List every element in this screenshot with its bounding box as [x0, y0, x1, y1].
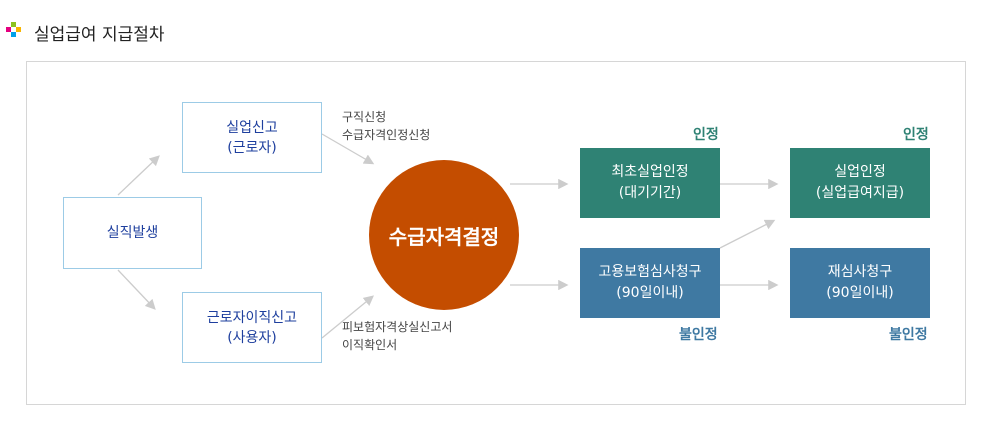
- arrow: [117, 155, 160, 196]
- label-rejected: 불인정: [679, 327, 718, 343]
- node-sublabel: (90일이내): [826, 285, 894, 301]
- node-sublabel: (90일이내): [616, 285, 684, 301]
- node-first-recognition: 최초실업인정 (대기기간): [580, 148, 720, 218]
- page-title: 실업급여 지급절차: [34, 25, 165, 45]
- note-line: 수급자격인정신청: [342, 128, 431, 142]
- node-label: 최초실업인정: [611, 164, 689, 180]
- node-sublabel: (실업급여지급): [815, 185, 905, 201]
- node-label: 고용보험심사청구: [598, 264, 702, 280]
- label-approved: 인정: [903, 127, 929, 143]
- logo-icon: [6, 22, 21, 37]
- arrow: [719, 219, 776, 249]
- node-label: 실업인정: [834, 164, 886, 180]
- node-label: 실업신고: [226, 119, 278, 136]
- arrow: [321, 295, 375, 339]
- arrow: [321, 133, 375, 165]
- note-line: 피보험자격상실신고서: [342, 320, 453, 334]
- label-approved: 인정: [693, 127, 719, 143]
- node-unemployment-report: 실업신고 (근로자): [182, 102, 322, 173]
- node-sublabel: (대기기간): [618, 185, 682, 201]
- label-rejected: 불인정: [889, 327, 928, 343]
- note-line: 이직확인서: [342, 338, 398, 352]
- note-line: 구직신청: [342, 110, 387, 124]
- node-label: 실직발생: [106, 225, 159, 241]
- node-label: 수급자격결정: [388, 224, 500, 249]
- node-eligibility-decision: 수급자격결정: [369, 160, 519, 310]
- node-reappeal: 재심사청구 (90일이내): [790, 248, 930, 318]
- diagram-frame: [26, 61, 966, 405]
- node-label: 근로자이직신고: [206, 309, 298, 326]
- node-job-loss: 실직발생: [63, 197, 202, 269]
- node-sublabel: (근로자): [227, 139, 277, 156]
- node-appeal: 고용보험심사청구 (90일이내): [580, 248, 720, 318]
- node-separation-report: 근로자이직신고 (사용자): [182, 292, 322, 363]
- arrow: [117, 269, 156, 310]
- node-sublabel: (사용자): [227, 329, 277, 346]
- node-label: 재심사청구: [827, 264, 893, 280]
- node-unemployment-recognition: 실업인정 (실업급여지급): [790, 148, 930, 218]
